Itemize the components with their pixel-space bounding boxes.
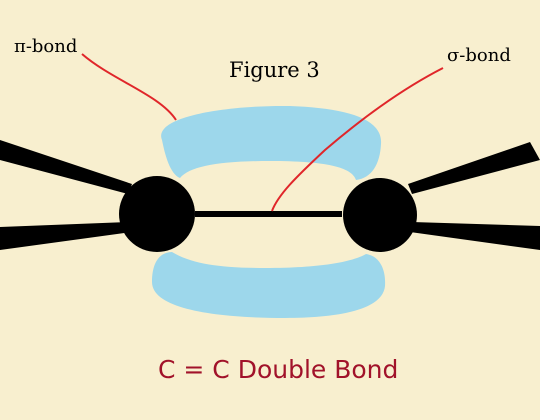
carbon-atom-right [343, 178, 417, 252]
pi-lobe-top [161, 105, 382, 180]
pi-lobe-bottom [152, 252, 386, 318]
sigma-bond-pointer [271, 67, 444, 212]
wedge-upper-left [0, 140, 132, 194]
sigma-bond-label: σ-bond [447, 45, 511, 66]
carbon-atom-left [119, 176, 195, 252]
pi-bond-pointer [81, 53, 177, 121]
diagram-caption: C = C Double Bond [158, 355, 398, 384]
wedge-upper-right [408, 142, 540, 194]
figure-title: Figure 3 [229, 58, 320, 82]
wedge-lower-right [410, 222, 540, 250]
wedge-lower-left [0, 222, 132, 250]
pi-bond-label: π-bond [14, 36, 77, 57]
